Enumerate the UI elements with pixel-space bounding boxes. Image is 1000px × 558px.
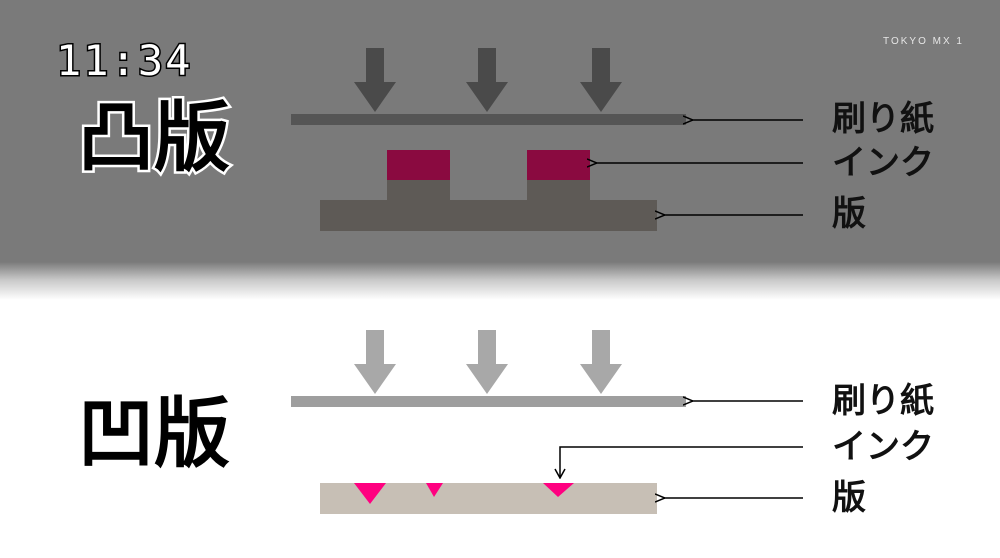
relief-ink-block-2 xyxy=(527,150,590,180)
relief-press-arrow-1 xyxy=(354,48,396,112)
intaglio-pointers xyxy=(560,401,803,498)
intaglio-ink-pointer-arrow xyxy=(560,446,803,478)
relief-label-plate: 版 xyxy=(832,194,866,234)
intaglio-press-arrows xyxy=(354,330,622,394)
relief-plate xyxy=(320,180,657,231)
intaglio-press-arrow-1 xyxy=(354,330,396,394)
relief-label-ink: インク xyxy=(832,143,934,183)
relief-press-arrow-2 xyxy=(466,48,508,112)
intaglio-section xyxy=(291,330,803,514)
relief-title: 凸版 xyxy=(76,93,233,182)
intaglio-ink-groove-3 xyxy=(543,483,574,497)
relief-press-arrow-3 xyxy=(580,48,622,112)
relief-label-paper: 刷り紙 xyxy=(832,99,934,139)
intaglio-paper-sheet xyxy=(291,396,686,407)
intaglio-ink-groove-1 xyxy=(354,483,386,504)
intaglio-title: 凹版 xyxy=(78,389,230,478)
relief-ink-block-1 xyxy=(387,150,450,180)
relief-section xyxy=(291,48,803,231)
relief-paper-sheet xyxy=(291,114,686,125)
intaglio-label-plate: 版 xyxy=(832,478,866,518)
channel-logo: TOKYO MX 1 xyxy=(883,36,964,47)
intaglio-press-arrow-3 xyxy=(580,330,622,394)
relief-press-arrows xyxy=(354,48,622,112)
intaglio-label-paper: 刷り紙 xyxy=(832,381,934,421)
intaglio-ink-groove-2 xyxy=(426,483,443,497)
intaglio-press-arrow-2 xyxy=(466,330,508,394)
broadcast-clock: 11:34 xyxy=(54,36,193,85)
intaglio-label-ink: インク xyxy=(832,427,934,467)
relief-pointers xyxy=(596,120,803,215)
